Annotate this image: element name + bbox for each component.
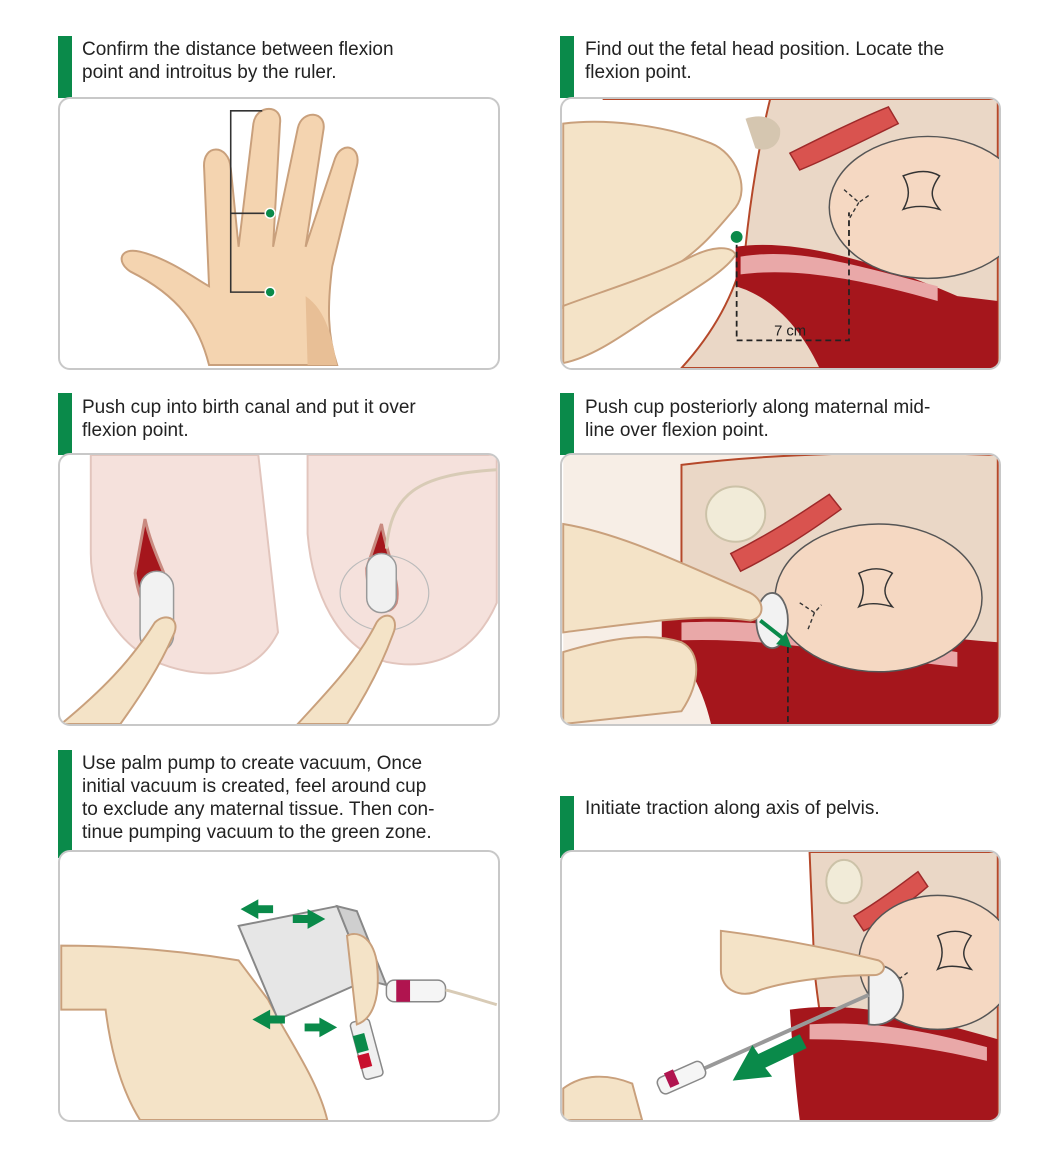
step-5-marker <box>58 750 72 858</box>
step-5-illustration <box>58 850 500 1122</box>
distance-guide <box>735 212 850 342</box>
step-3-illustration <box>58 453 500 726</box>
step-6-marker <box>560 796 574 858</box>
vacuum-cup <box>755 592 792 650</box>
traction-device <box>562 993 870 1120</box>
fetal-head <box>828 135 999 280</box>
step-1-caption: Confirm the distance between flexion poi… <box>82 39 394 83</box>
step-1-marker <box>58 36 72 98</box>
traction-hand <box>719 929 885 995</box>
flexion-point-marker <box>264 207 276 219</box>
step-6-caption: Initiate traction along axis of pelvis. <box>585 798 880 819</box>
examining-hand <box>562 522 763 724</box>
examining-hand <box>562 120 743 365</box>
step-1-illustration <box>58 97 500 370</box>
step-2-marker <box>560 36 574 98</box>
distance-label: 7 cm <box>774 323 806 339</box>
perineum-left <box>60 455 280 724</box>
step-2-illustration: 7 cm <box>560 97 1001 370</box>
step-5-caption: Use palm pump to create vacuum, Once ini… <box>82 753 435 843</box>
step-4-marker <box>560 393 574 455</box>
ruler-bracket <box>229 110 271 293</box>
fetal-head <box>774 523 983 673</box>
step-2-caption: Find out the fetal head position. Locate… <box>585 39 945 83</box>
motion-arrows <box>240 899 338 1038</box>
vacuum-cup <box>867 964 905 1026</box>
step-6-illustration <box>560 850 1001 1122</box>
step-3-caption: Push cup into birth canal and put it ove… <box>82 397 416 441</box>
flexion-point-marker <box>728 229 745 245</box>
fingers <box>345 933 379 1026</box>
introitus-marker <box>264 286 276 298</box>
step-3-marker <box>58 393 72 455</box>
step-4-illustration <box>560 453 1001 726</box>
traction-arrow <box>732 1034 807 1081</box>
hand-illustration <box>120 108 359 367</box>
step-4-caption: Push cup posteriorly along maternal mid-… <box>585 397 931 441</box>
perineum-right <box>296 455 498 724</box>
palm-hand <box>60 944 329 1120</box>
